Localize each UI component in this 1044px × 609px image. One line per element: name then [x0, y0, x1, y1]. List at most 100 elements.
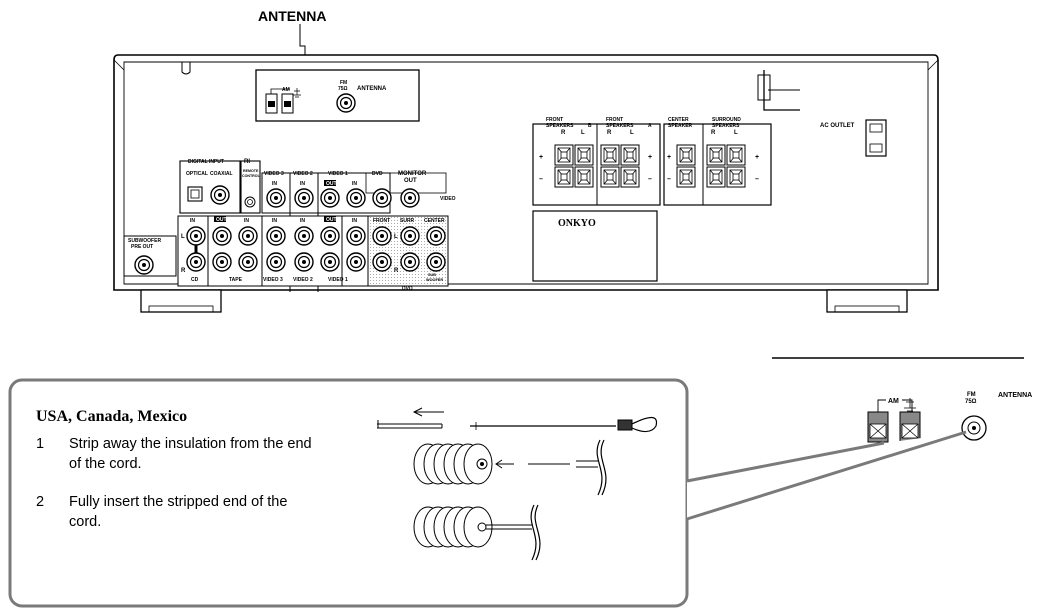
detail-fm-ohm-label: 75Ω [965, 399, 977, 405]
front-a-label-1: FRONT [606, 117, 623, 123]
digital-input-label: DIGITAL INPUT [188, 159, 224, 165]
step-2: 2 Fully insert the stripped end of the c… [36, 492, 336, 532]
ac-outlet-label: AC OUTLET [820, 123, 855, 129]
video1-in-label: IN [352, 181, 357, 187]
left-foot [140, 289, 222, 313]
video3-in-label: IN [272, 181, 277, 187]
front-a-label-3: A [648, 123, 652, 129]
remote-control-label-1: REMOTE [243, 169, 259, 173]
coaxial-label: COAXIAL [210, 171, 233, 177]
cd-label: CD [191, 277, 199, 283]
center-speaker-label-1: CENTER [668, 117, 689, 123]
plus-sign: + [539, 154, 543, 161]
dvd-center-label: CENTER [424, 218, 445, 224]
step-number: 2 [36, 494, 45, 510]
brand-plate: ONKYO [532, 210, 658, 282]
sub-woofer-label-2: WOOFER [426, 278, 443, 282]
ground-icon [293, 88, 301, 98]
audio-r-label: R [181, 268, 186, 274]
right-foot [826, 289, 908, 313]
surround-label-1: SURROUND [712, 117, 741, 123]
tape-out-label: OUT [216, 217, 227, 223]
subwoofer-label-1: SUBWOOFER [128, 238, 161, 244]
brand-logo: ONKYO [558, 218, 596, 229]
callout-pointer-upper [686, 441, 885, 483]
detail-fm-label: FM [967, 392, 976, 398]
front-b-label-2: SPEAKERS [546, 123, 574, 129]
monitor-out-label-1: MONITOR [398, 171, 427, 177]
speaker-terminals: FRONT SPEAKERS B FRONT SPEAKERS A CENTER… [532, 117, 772, 206]
surround-label-2: SPEAKERS [712, 123, 740, 129]
video1-audio-label: VIDEO 1 [328, 277, 348, 283]
panel-fm-label: FM [340, 80, 347, 86]
detail-antenna-block: AM FM 75Ω ANTENNA [867, 392, 1032, 443]
remote-control-label-2: CONTROL [242, 174, 261, 178]
optical-label: OPTICAL [186, 171, 208, 177]
plus-sign: + [648, 154, 652, 161]
dvd-front-label: FRONT [373, 218, 390, 224]
plus-sign: + [755, 154, 759, 161]
video1-audio-out-label: OUT [326, 217, 337, 223]
step-1: 1 Strip away the insulation from the end… [36, 434, 336, 474]
panel-fm-jack [336, 93, 356, 113]
ac-outlet [865, 119, 887, 157]
panel-am-label: AM [282, 87, 290, 93]
detail-ground-icon [904, 398, 916, 412]
callout-pointer-lower [686, 430, 967, 521]
step-text: Strip away the insulation from the end o… [69, 436, 312, 472]
video3-label: VIDEO 3 [264, 171, 284, 177]
minus-sign: – [755, 176, 759, 183]
surround-r: R [711, 130, 716, 136]
audio-l-label: L [181, 234, 185, 240]
front-b-label-1: FRONT [546, 117, 563, 123]
callout-text: USA, Canada, Mexico 1 Strip away the ins… [36, 408, 336, 546]
panel-antenna-block: AM FM 75Ω ANTENNA [255, 69, 420, 122]
dvd-multichannel-section: FRONT SURR CENTER L R SUB WOOFER DVD [367, 215, 449, 292]
detail-antenna-label: ANTENNA [998, 392, 1032, 399]
top-antenna-label: ANTENNA [258, 8, 326, 24]
plus-sign: + [667, 154, 671, 161]
video2-label: VIDEO 2 [293, 171, 313, 177]
detail-am-label: AM [888, 398, 899, 405]
video2-audio-in-label: IN [300, 218, 305, 224]
cd-in-label: IN [190, 218, 195, 224]
monitor-out-label-2: OUT [404, 178, 417, 184]
front-a-r: R [607, 130, 612, 136]
tape-label: TAPE [229, 277, 243, 283]
video1-label: VIDEO 1 [328, 171, 348, 177]
front-b-r: R [561, 130, 566, 136]
front-b-l: L [581, 130, 585, 136]
audio-jacks-section: IN OUT IN IN IN OUT IN L R CD TAPE VIDEO… [177, 215, 369, 287]
digital-input-section: DIGITAL INPUT OPTICAL COAXIAL RI REMOTE … [179, 159, 261, 214]
cord-insert-step1 [413, 439, 607, 496]
panel-antenna-text: ANTENNA [357, 86, 387, 92]
dvd-surr-label: SURR [400, 218, 415, 224]
cord-insert-step2 [413, 504, 541, 561]
front-a-l: L [630, 130, 634, 136]
minus-sign: – [539, 176, 543, 183]
video1-out-label: OUT [326, 181, 337, 187]
center-speaker-label-2: SPEAKER [668, 123, 693, 129]
minus-sign: – [667, 176, 671, 183]
video3-audio-label: VIDEO 3 [263, 277, 283, 283]
video-jacks-section: VIDEO 3 VIDEO 2 VIDEO 1 DVD MONITOR OUT … [261, 171, 456, 292]
sub-woofer-label-1: SUB [428, 273, 436, 277]
step-text: Fully insert the stripped end of the cor… [69, 494, 288, 530]
front-a-label-2: SPEAKERS [606, 123, 634, 129]
dvd-bottom-label: DVD [402, 286, 413, 292]
subwoofer-pre-out: SUBWOOFER PRE OUT [123, 235, 177, 277]
video2-audio-label: VIDEO 2 [293, 277, 313, 283]
video-label: VIDEO [440, 196, 456, 202]
step-number: 1 [36, 436, 45, 452]
wire-strip-illustration [377, 407, 658, 433]
ri-label: RI [244, 159, 250, 165]
minus-sign: – [648, 176, 652, 183]
front-b-label-3: B [588, 123, 592, 129]
video2-in-label: IN [300, 181, 305, 187]
power-cord-clamp [757, 70, 800, 111]
surround-l: L [734, 130, 738, 136]
video1-audio-in-label: IN [352, 218, 357, 224]
dvd-r-label: R [394, 268, 399, 274]
dvd-l-label: L [394, 234, 398, 240]
